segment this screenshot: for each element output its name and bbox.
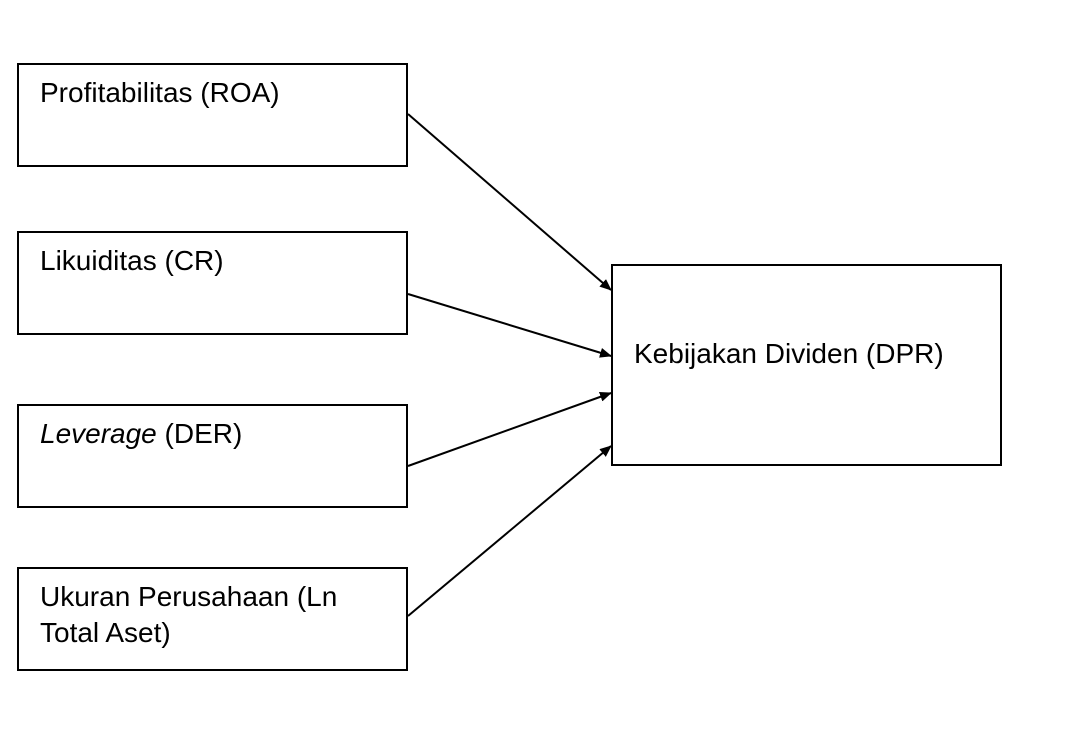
arrow-ln-to-dpr <box>407 445 612 617</box>
company-size-box: Ukuran Perusahaan (Ln Total Aset) <box>17 567 408 671</box>
liquidity-label: Likuiditas (CR) <box>40 245 224 276</box>
profitability-label: Profitabilitas (ROA) <box>40 77 280 108</box>
leverage-label-rest: (DER) <box>156 418 243 449</box>
dividend-policy-label: Kebijakan Dividen (DPR) <box>634 338 944 369</box>
company-size-label-line2: Total Aset) <box>40 617 171 648</box>
arrow-roa-to-dpr <box>407 113 612 291</box>
profitability-box: Profitabilitas (ROA) <box>17 63 408 167</box>
arrow-der-to-dpr <box>407 392 612 467</box>
leverage-box: Leverage (DER) <box>17 404 408 508</box>
liquidity-box: Likuiditas (CR) <box>17 231 408 335</box>
arrow-cr-to-dpr <box>407 293 612 358</box>
dividend-policy-box: Kebijakan Dividen (DPR) <box>611 264 1002 466</box>
company-size-label-line1: Ukuran Perusahaan (Ln <box>40 581 338 612</box>
leverage-label-italic: Leverage <box>40 418 157 449</box>
